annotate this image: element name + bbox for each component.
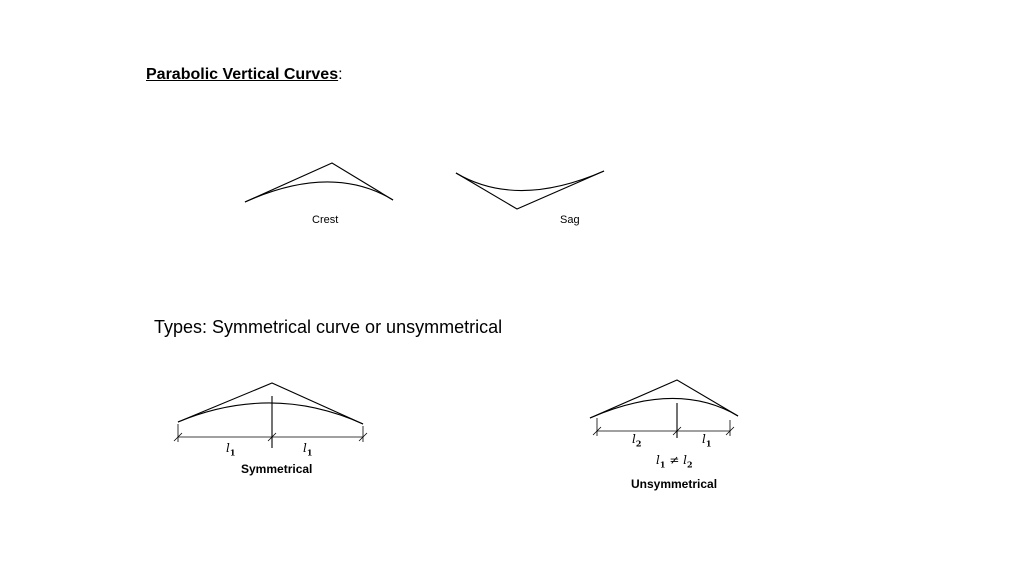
sag-curve — [455, 170, 605, 192]
unsymmetrical-diagram — [589, 379, 739, 438]
crest-label: Crest — [312, 214, 339, 226]
sag-diagram — [455, 170, 605, 210]
unsymmetrical-label: Unsymmetrical — [631, 477, 718, 491]
sag-tangents — [455, 170, 605, 210]
crest-curve — [244, 181, 394, 203]
unsym-tick — [725, 426, 735, 436]
unsym-tick — [672, 426, 682, 436]
unsym-relation: l1 ≠ l2 — [656, 453, 693, 470]
crest-diagram — [244, 162, 394, 203]
title-main: Parabolic Vertical Curves — [146, 66, 339, 83]
sym-tick — [267, 432, 277, 442]
unsym-left-length: l2 — [632, 432, 642, 449]
unsym-tangents — [589, 379, 739, 419]
sag-label: Sag — [560, 214, 580, 226]
types-text: Types: Symmetrical curve or unsymmetrica… — [154, 317, 503, 337]
crest-tangents — [244, 162, 394, 203]
sym-tick — [358, 432, 368, 442]
page-title: Parabolic Vertical Curves: — [146, 66, 343, 84]
sym-right-length: l1 — [303, 441, 313, 458]
unsym-tick — [592, 426, 602, 436]
sym-tick — [173, 432, 183, 442]
sym-curve — [177, 402, 364, 425]
symmetrical-label: Symmetrical — [241, 462, 313, 476]
sym-tangents — [177, 382, 364, 425]
unsym-right-length: l1 — [702, 432, 712, 449]
symmetrical-diagram — [173, 382, 368, 448]
title-colon: : — [338, 66, 343, 83]
unsym-curve — [589, 397, 739, 419]
sym-left-length: l1 — [226, 441, 236, 458]
